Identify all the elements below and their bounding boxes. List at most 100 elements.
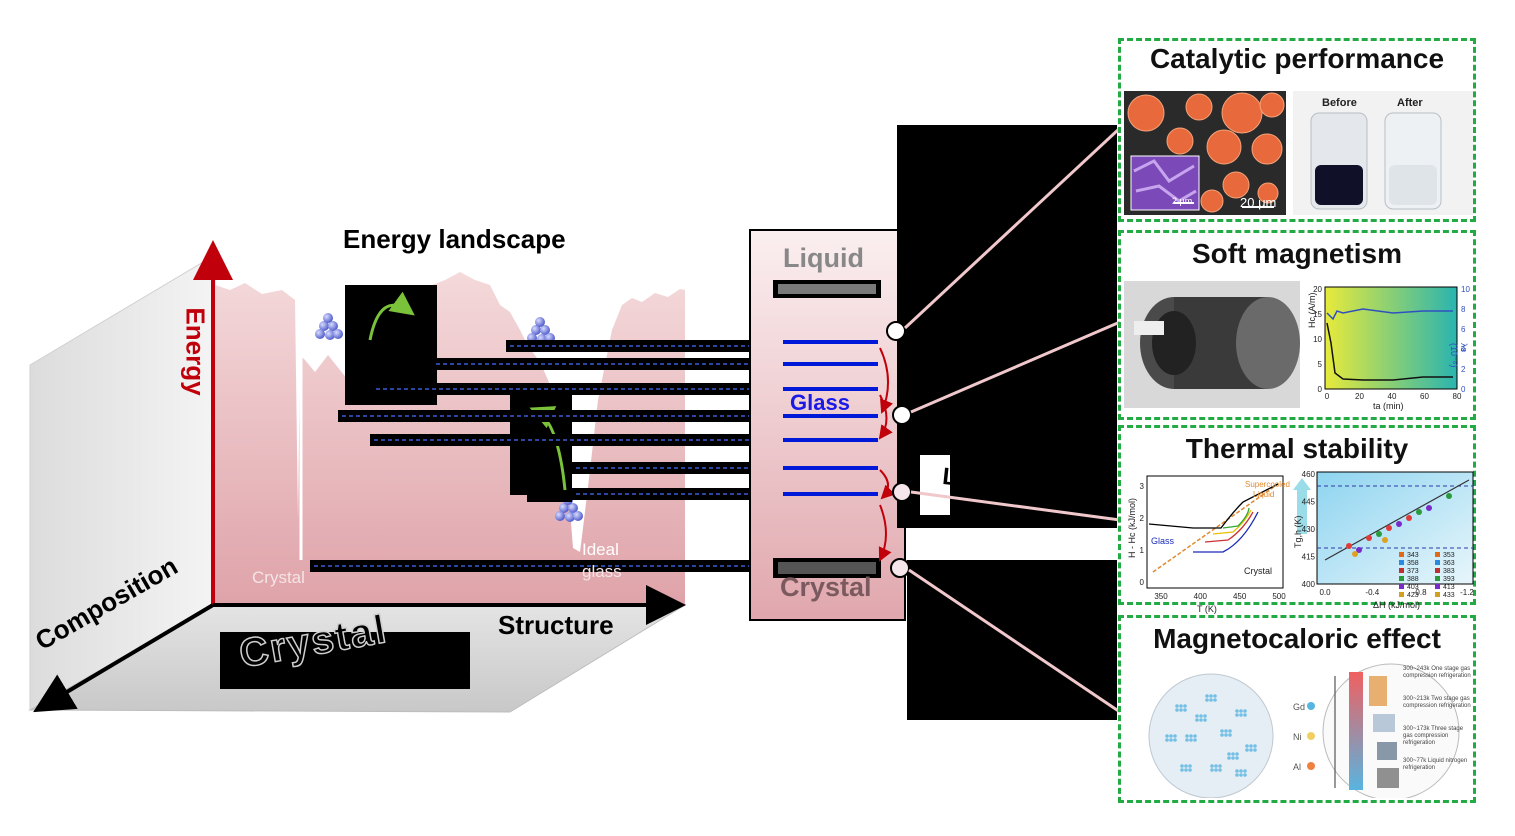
- crystal-well-label: Crystal: [252, 568, 305, 587]
- connector-magnetocaloric: [908, 568, 1121, 714]
- soft-x-tick: 0: [1325, 392, 1330, 401]
- alloy-atom: [1227, 752, 1231, 756]
- soft-y-left-tick: 5: [1318, 360, 1323, 369]
- soft-y-right-label: λs (10⁻⁶): [1449, 343, 1469, 368]
- composition-axis-arrow: [33, 603, 215, 713]
- alloy-atom: [1239, 713, 1243, 717]
- legend-label: 433: [1443, 592, 1455, 599]
- alloy-atom: [1193, 738, 1197, 742]
- soft-y-left-tick: 15: [1313, 310, 1322, 319]
- thermal-right-y-tick: 400: [1302, 580, 1316, 589]
- refrigeration-diagram: [1322, 663, 1460, 798]
- legend-marker: [1435, 568, 1440, 573]
- panel-magnetocaloric-title: Magnetocaloric effect: [1153, 623, 1441, 654]
- alloy-atom: [1239, 773, 1243, 777]
- alloy-atom: [1183, 708, 1187, 712]
- soft-y-left-tick: 10: [1313, 335, 1322, 344]
- node-glass-high: [886, 321, 906, 341]
- legend-marker: [1399, 552, 1404, 557]
- alloy-atom: [1180, 764, 1184, 768]
- red-arrow-4: [878, 504, 892, 562]
- landscape-title: Energy landscape: [343, 224, 566, 254]
- legend-label: 423: [1407, 592, 1419, 599]
- thermal-left-y-label: H - Hc (kJ/mol): [1127, 498, 1137, 558]
- alloy-atom: [1205, 694, 1209, 698]
- legend-label: 383: [1443, 568, 1455, 575]
- soft-x-tick: 40: [1388, 392, 1397, 401]
- alloy-atom: [1199, 718, 1203, 722]
- stage-4: 300~77k Liquid nitrogen refrigeration: [1403, 758, 1468, 771]
- alloy-atom: [1175, 704, 1179, 708]
- alloy-atom: [1228, 729, 1232, 733]
- alloy-atom: [1209, 698, 1213, 702]
- alloy-atom: [1239, 709, 1243, 713]
- green-transition-arrow-1: [368, 291, 415, 341]
- ni-marker: [1307, 732, 1315, 740]
- soft-y-right-tick: 10: [1461, 285, 1470, 294]
- alloy-atom: [1183, 704, 1187, 708]
- atom-cluster-2: [527, 317, 555, 344]
- alloy-atom: [1189, 734, 1193, 738]
- thermal-right-y-tick: 445: [1302, 498, 1316, 507]
- alloy-atom: [1243, 769, 1247, 773]
- legend-label: 388: [1407, 576, 1419, 583]
- magnetic-core-photo: [1124, 281, 1300, 408]
- alloy-atom: [1220, 729, 1224, 733]
- legend-label: 363: [1443, 560, 1455, 567]
- sem-particles-image: [1124, 91, 1286, 215]
- alloy-atom: [1213, 698, 1217, 702]
- alloy-structure-image: [1148, 673, 1274, 798]
- thermal-left-y-tick: 2: [1140, 514, 1145, 523]
- alloy-atom: [1224, 729, 1228, 733]
- scale-large: 20 μm: [1240, 195, 1277, 210]
- legend-marker: [1435, 584, 1440, 589]
- alloy-atom: [1231, 752, 1235, 756]
- thermal-left-y-tick: 0: [1140, 578, 1145, 587]
- legend-marker: [1399, 576, 1404, 581]
- alloy-atom: [1179, 704, 1183, 708]
- legend-entry: 403: [1399, 584, 1435, 592]
- alloy-atom: [1249, 744, 1253, 748]
- soft-y-left-tick: 20: [1313, 285, 1322, 294]
- alloy-atom: [1165, 734, 1169, 738]
- soft-y-right-tick: 6: [1461, 325, 1466, 334]
- alloy-atom: [1227, 756, 1231, 760]
- scale-small: 2 μm: [1172, 196, 1193, 206]
- ideal-glass-label-2: glass: [582, 562, 622, 581]
- legend-entry: 393: [1435, 576, 1471, 584]
- legend-entry: 383: [1435, 568, 1471, 576]
- alloy-atom: [1173, 734, 1177, 738]
- alloy-atom: [1179, 708, 1183, 712]
- thermal-right-x-tick: 0.0: [1319, 588, 1331, 597]
- alloy-atom: [1235, 709, 1239, 713]
- legend-label: 393: [1443, 576, 1455, 583]
- alloy-atom: [1245, 744, 1249, 748]
- after-label: After: [1397, 97, 1423, 109]
- liquid-label: Liquid: [783, 243, 864, 273]
- alloy-atom: [1169, 734, 1173, 738]
- liquid-level-bar: [778, 284, 876, 294]
- legend-marker: [1435, 576, 1440, 581]
- legend-label: 343: [1407, 552, 1419, 559]
- panel-magnetocaloric: Magnetocaloric effect Gd Ni Al 300~243k …: [1118, 615, 1476, 803]
- soft-x-tick: 80: [1453, 392, 1462, 401]
- alloy-atom: [1253, 744, 1257, 748]
- alloy-atom: [1193, 734, 1197, 738]
- legend-entry: 423: [1399, 592, 1435, 600]
- thermal-left-x-tick: 350: [1154, 592, 1168, 601]
- alloy-atom: [1205, 698, 1209, 702]
- thermal-left-y-tick: 3: [1140, 482, 1145, 491]
- soft-x-tick: 60: [1420, 392, 1429, 401]
- thermal-right-x-tick: -0.8: [1413, 588, 1427, 597]
- alloy-atom: [1224, 733, 1228, 737]
- crystal-label: Crystal: [780, 572, 872, 602]
- alloy-atom: [1235, 756, 1239, 760]
- panel-soft-magnetism-title: Soft magnetism: [1191, 238, 1403, 269]
- alloy-atom: [1235, 769, 1239, 773]
- gd-marker: [1307, 702, 1315, 710]
- alloy-atom: [1165, 738, 1169, 742]
- panel-thermal-title: Thermal stability: [1185, 433, 1409, 464]
